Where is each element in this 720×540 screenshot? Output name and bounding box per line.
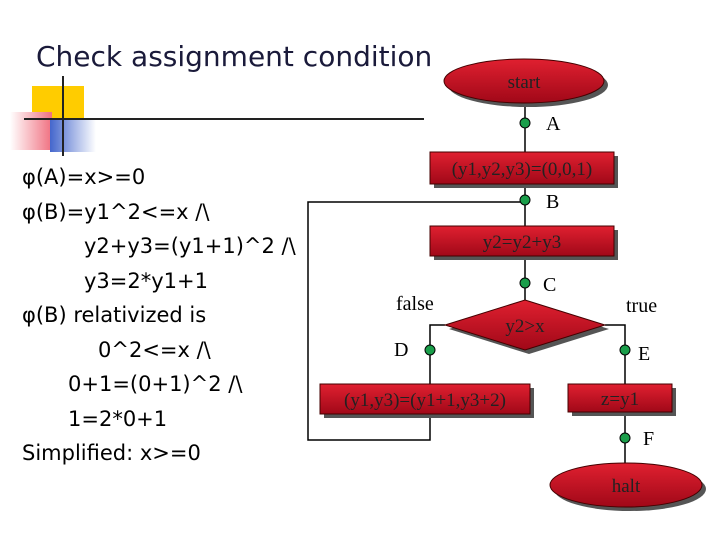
label-E: E bbox=[638, 343, 650, 365]
update-y1y3-label: (y1,y3)=(y1+1,y3+2) bbox=[344, 390, 506, 411]
deco-horizontal-line bbox=[24, 118, 424, 120]
decision-label: y2>x bbox=[505, 316, 545, 337]
node-B bbox=[519, 194, 531, 206]
label-C: C bbox=[543, 274, 556, 296]
init-label: (y1,y2,y3)=(0,0,1) bbox=[452, 159, 593, 180]
formula-line: 1=2*0+1 bbox=[68, 406, 168, 431]
deco-blue-square bbox=[50, 118, 96, 152]
update-y2-box: y2=y2+y3 bbox=[429, 225, 618, 260]
edge-decision-true bbox=[605, 324, 626, 384]
halt-label: halt bbox=[612, 476, 641, 497]
label-D: D bbox=[394, 339, 408, 361]
assign-z-box: z=y1 bbox=[567, 383, 676, 416]
decision-diamond: y2>x bbox=[443, 299, 609, 354]
formula-line: 0+1=(0+1)^2 /\ bbox=[68, 372, 243, 396]
label-false: false bbox=[396, 293, 434, 315]
halt-terminator: halt bbox=[549, 462, 706, 511]
node-A bbox=[519, 117, 531, 129]
deco-vertical-line bbox=[62, 76, 64, 156]
edge-loop-back bbox=[307, 201, 525, 441]
label-B: B bbox=[546, 191, 559, 213]
node-D bbox=[424, 344, 436, 356]
update-y1y3-box: (y1,y3)=(y1+1,y3+2) bbox=[319, 383, 534, 418]
update-y2-label: y2=y2+y3 bbox=[483, 232, 561, 253]
label-F: F bbox=[643, 428, 654, 450]
formula-line: φ(B)=y1^2<=x /\ bbox=[22, 199, 210, 224]
start-label: start bbox=[508, 72, 541, 93]
formula-line: Simplified: x>=0 bbox=[22, 441, 201, 465]
formula-line: φ(B) relativized is bbox=[22, 303, 207, 327]
formula-line: y2+y3=(y1+1)^2 /\ bbox=[84, 234, 296, 258]
init-box: (y1,y2,y3)=(0,0,1) bbox=[429, 151, 618, 188]
page-title: Check assignment condition bbox=[36, 40, 433, 73]
node-E bbox=[619, 344, 631, 356]
label-A: A bbox=[546, 113, 561, 135]
formula-list: φ(A)=x>=0 φ(B)=y1^2<=x /\ y2+y3=(y1+1)^2… bbox=[22, 160, 296, 471]
node-C bbox=[519, 277, 531, 289]
assign-z-label: z=y1 bbox=[601, 389, 639, 410]
formula-line: y3=2*y1+1 bbox=[84, 268, 208, 293]
edge-decision-false bbox=[429, 324, 445, 384]
start-terminator: start bbox=[443, 58, 608, 107]
control-points bbox=[424, 117, 631, 444]
formula-line: 0^2<=x /\ bbox=[98, 337, 211, 362]
node-F bbox=[619, 432, 631, 444]
label-true: true bbox=[626, 295, 657, 317]
formula-line: φ(A)=x>=0 bbox=[22, 165, 146, 189]
